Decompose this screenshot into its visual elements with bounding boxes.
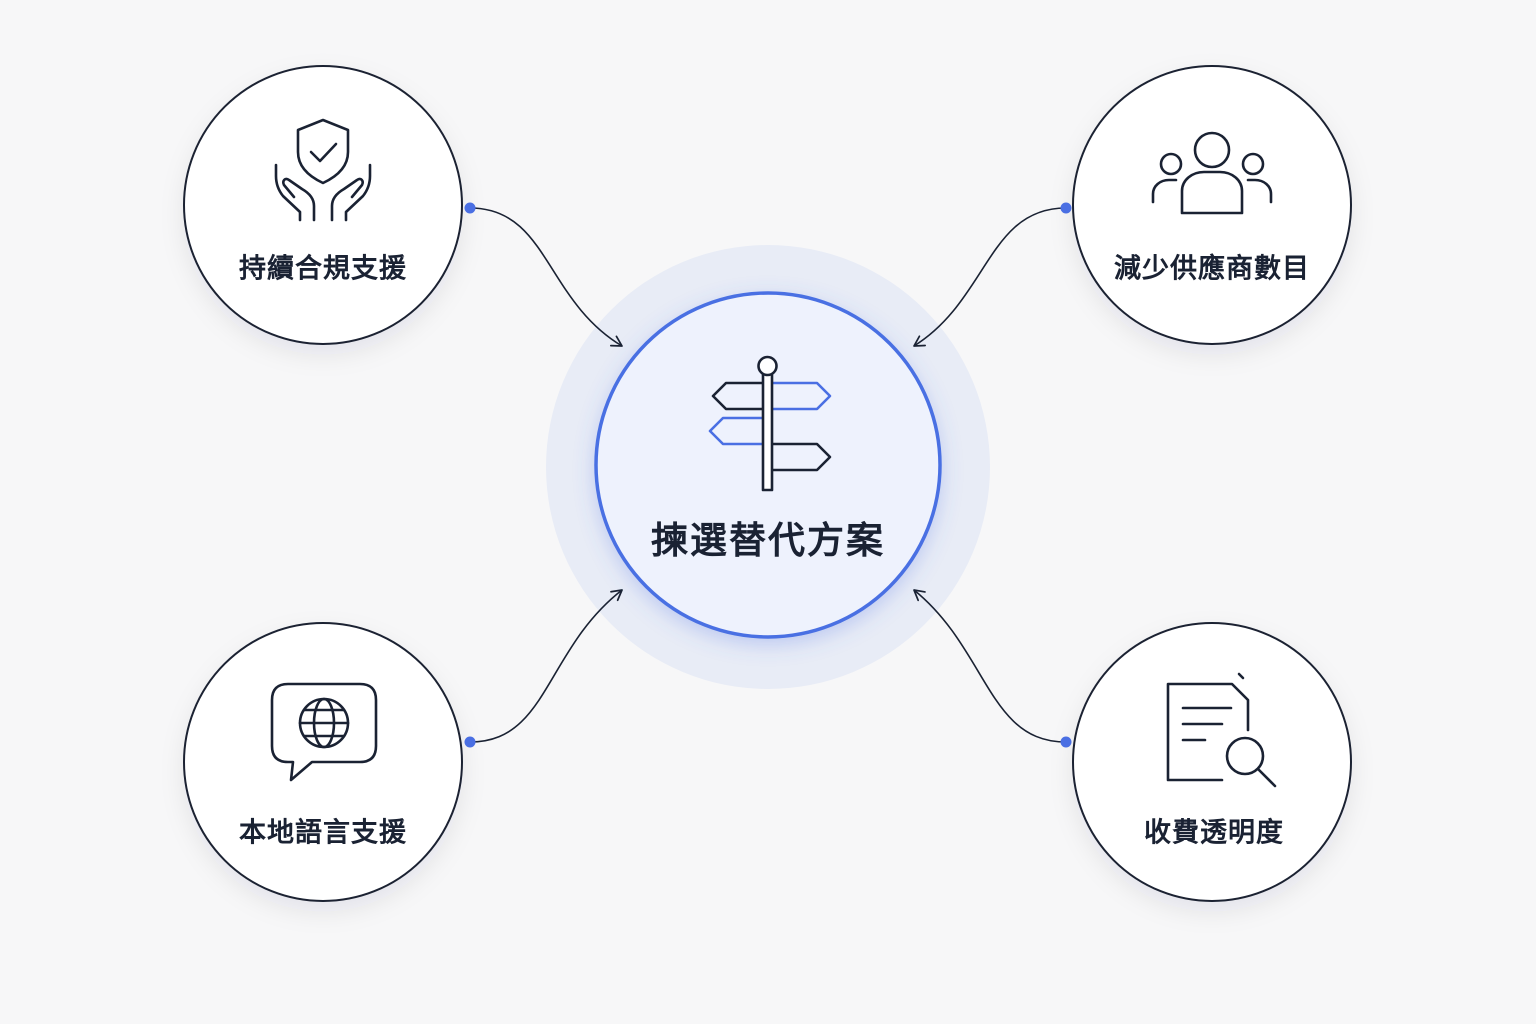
shield-hands-icon xyxy=(274,118,372,222)
signpost-icon xyxy=(708,355,832,492)
node-label-vendors: 減少供應商數目 xyxy=(1114,253,1310,285)
document-search-icon xyxy=(1166,672,1277,788)
connector-vendors xyxy=(913,207,1067,347)
connector-language xyxy=(469,589,623,743)
globe-chat-icon xyxy=(270,682,378,782)
users-group-icon xyxy=(1151,131,1273,215)
node-label-language: 本地語言支援 xyxy=(239,817,407,849)
connector-dot-vendors xyxy=(1060,202,1072,214)
connector-dot-compliance xyxy=(464,202,476,214)
center-label: 揀選替代方案 xyxy=(651,519,885,562)
connector-compliance xyxy=(469,207,623,347)
node-circle-vendors xyxy=(1072,65,1352,345)
node-label-compliance: 持續合規支援 xyxy=(239,253,407,285)
connector-dot-fees xyxy=(1060,736,1072,748)
connector-fees xyxy=(913,589,1067,743)
node-label-fees: 收費透明度 xyxy=(1144,817,1284,849)
node-circle-compliance xyxy=(183,65,463,345)
connector-dot-language xyxy=(464,736,476,748)
node-circle-fees xyxy=(1072,622,1352,902)
